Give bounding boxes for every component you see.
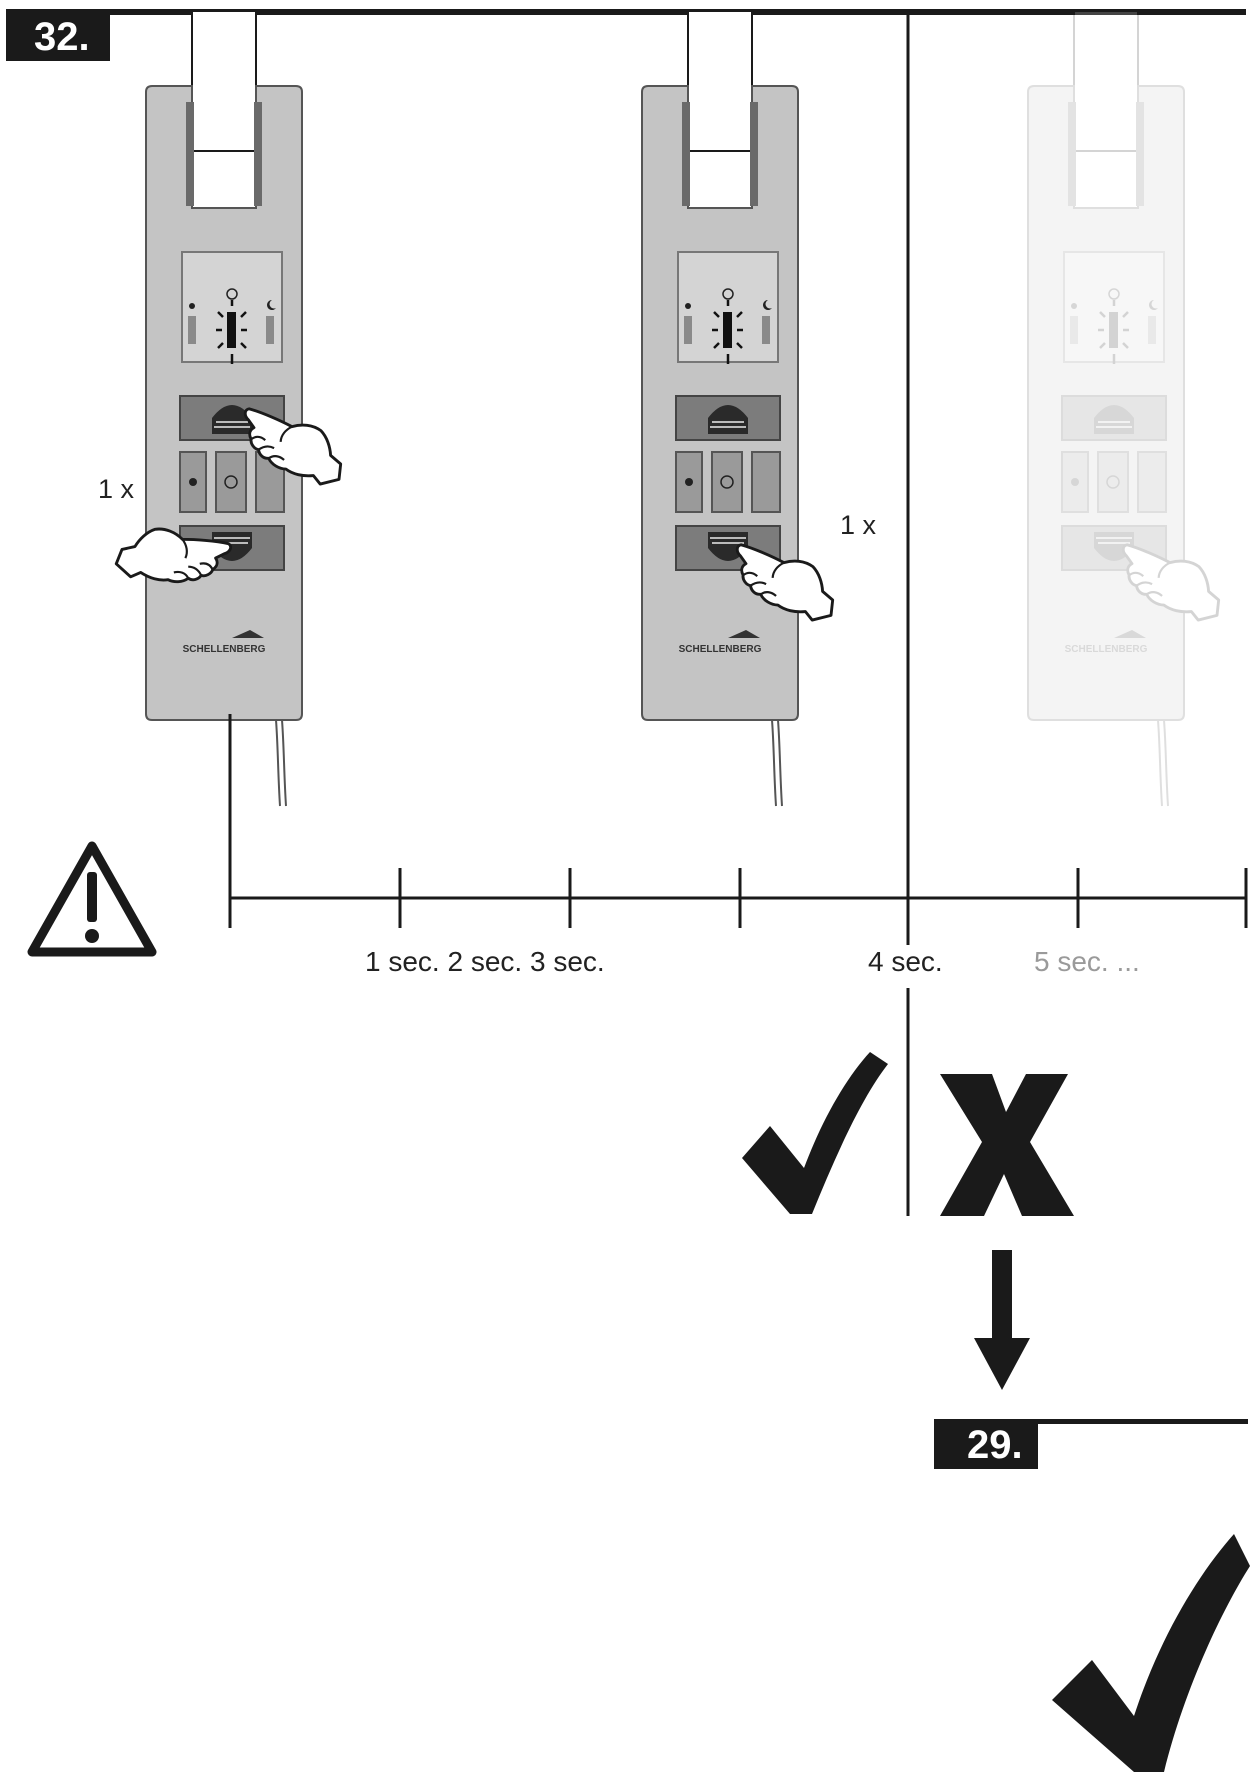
checkmark-icon [1052,1534,1250,1772]
remote-device-3-faded [1026,9,1235,808]
remote-device-2 [640,9,849,808]
next-step-rule [934,1419,1248,1424]
tick-label-5-sec: 5 sec. ... [1034,946,1140,977]
checkmark-icon [742,1052,888,1214]
press-count-label-1: 1 x [98,474,135,504]
step-number-badge: 32. [6,14,110,61]
top-rule [6,9,1246,15]
press-count-label-2: 1 x [840,510,877,540]
remote-device-1 [114,9,357,808]
next-step-badge: 29. [934,1421,1038,1469]
tick-label-4-sec: 4 sec. [868,946,943,977]
cross-icon [940,1074,1074,1216]
timeline [228,12,1248,1216]
warning-icon [27,841,157,957]
arrow-down-icon [974,1250,1030,1390]
tick-label-1-3-sec: 1 sec. 2 sec. 3 sec. [365,946,605,977]
